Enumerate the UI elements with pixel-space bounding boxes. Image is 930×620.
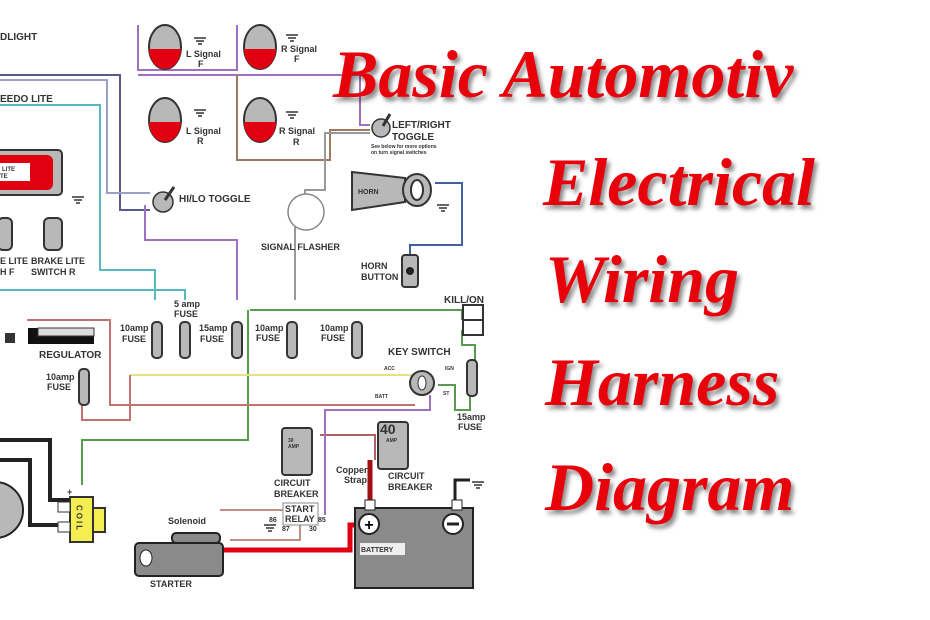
l-signal-f-sub: F	[198, 59, 204, 69]
fuse-label: FUSE	[122, 334, 146, 344]
starter-label: STARTER	[150, 579, 192, 589]
horn-button-label: HORN	[361, 261, 388, 271]
headlight-switch	[0, 149, 85, 204]
fuse-amp: 15amp	[199, 323, 228, 333]
signal-flasher-label: SIGNAL FLASHER	[261, 242, 340, 252]
start-relay-label: START	[285, 504, 315, 514]
l-signal-r-label: L Signal	[186, 126, 221, 136]
brake-lite-r-label: BRAKE LITE	[31, 256, 85, 266]
breaker-30-unit: AMP	[288, 444, 300, 450]
headlight-label: DLIGHT	[0, 32, 37, 43]
plus-icon: +	[364, 517, 373, 534]
battery-label: BATTERY	[361, 547, 394, 554]
start-relay-label-2: RELAY	[285, 514, 315, 524]
speedo-lite-label: EEDO LITE	[0, 94, 53, 105]
horn	[351, 170, 450, 212]
solenoid-label: Solenoid	[168, 516, 206, 526]
toggle-note-2: on turn signal switches	[371, 150, 427, 156]
fuse-label: FUSE	[47, 382, 71, 392]
fuse-label: FUSE	[200, 334, 224, 344]
brake-switches	[0, 217, 63, 251]
fuse-amp: 10amp	[320, 323, 349, 333]
l-signal-r-sub: R	[197, 136, 204, 146]
battery: +	[354, 481, 485, 589]
coil-label: COIL	[75, 505, 84, 532]
breaker-40-label-2: BREAKER	[388, 482, 433, 492]
ign-terminal: IGN	[445, 366, 454, 372]
breaker-30-amp: 30	[288, 438, 294, 444]
kill-on-label: KILL/ON	[444, 295, 484, 306]
relay-pin: 86	[269, 517, 277, 524]
relay-pin: 87	[282, 526, 290, 533]
acc-terminal: ACC	[384, 366, 395, 372]
title-line-4: Harness	[544, 344, 779, 420]
circuit-breakers	[281, 421, 409, 476]
coil	[57, 496, 106, 543]
relay-pin: 30	[309, 526, 317, 533]
copper-strap-label-2: Strap	[344, 475, 368, 485]
key-switch-label: KEY SWITCH	[388, 347, 451, 358]
breaker-30-label: CIRCUIT	[274, 478, 311, 488]
l-signal-f-label: L Signal	[186, 49, 221, 59]
horn-label: HORN	[358, 189, 379, 196]
fuse-label: FUSE	[458, 422, 482, 432]
hilo-toggle-label: HI/LO TOGGLE	[179, 194, 251, 205]
fuse-amp: 10amp	[46, 372, 75, 382]
tail-lite-label: LITE	[2, 167, 15, 173]
breaker-30-label-2: BREAKER	[274, 489, 319, 499]
fuse-amp: 10amp	[120, 323, 149, 333]
batt-terminal: BATT	[375, 394, 388, 400]
horn-button[interactable]	[401, 254, 419, 288]
title-line-2: Electrical	[542, 144, 815, 220]
kill-on-switch[interactable]	[462, 304, 484, 336]
hilo-toggle-switch[interactable]	[152, 186, 176, 213]
breaker-40-label: CIRCUIT	[388, 471, 425, 481]
title-line-1: Basic Automotiv	[332, 36, 794, 112]
coil-plus: +	[67, 487, 72, 497]
left-right-toggle-switch[interactable]	[371, 113, 392, 138]
brake-lite-f-label-2: H F	[0, 267, 15, 277]
fuse-amp: 10amp	[255, 323, 284, 333]
breaker-40-unit: AMP	[386, 438, 398, 444]
horn-button-label-2: BUTTON	[361, 272, 398, 282]
fuse-label: FUSE	[256, 333, 280, 343]
diagram-labels: DLIGHT EEDO LITE LITE TE L Signal F L Si…	[0, 32, 486, 589]
r-signal-r-label: R Signal	[279, 126, 315, 136]
key-switch[interactable]	[409, 370, 435, 396]
fuse-amp: 15amp	[457, 412, 486, 422]
fuse-amp: 5 amp	[174, 299, 201, 309]
r-signal-f-label: R Signal	[281, 44, 317, 54]
title-line-5: Diagram	[544, 449, 794, 525]
lamps	[148, 24, 299, 143]
starter	[134, 532, 224, 577]
signal-flasher	[287, 193, 325, 231]
title-overlay: Basic Automotiv Electrical Wiring Harnes…	[332, 36, 815, 525]
regulator	[5, 327, 95, 344]
left-right-toggle-label: LEFT/RIGHT	[392, 120, 451, 131]
tail-lite-label-2: TE	[0, 174, 8, 180]
left-right-toggle-label-2: TOGGLE	[392, 132, 434, 143]
brake-lite-f-label: E LITE	[0, 256, 28, 266]
copper-strap-label: Copper	[336, 465, 368, 475]
start-relay	[263, 502, 319, 532]
title-line-3: Wiring	[545, 241, 739, 317]
relay-pin: 85	[318, 517, 326, 524]
toggle-note: See below for more options	[371, 144, 437, 150]
r-signal-r-sub: R	[293, 137, 300, 147]
distributor	[0, 481, 24, 539]
breaker-40-amp: 40	[380, 421, 396, 437]
brake-lite-r-label-2: SWITCH R	[31, 267, 76, 277]
regulator-label: REGULATOR	[39, 350, 102, 361]
fuse-label: FUSE	[321, 333, 345, 343]
fuse-label: FUSE	[174, 309, 198, 319]
st-terminal: ST	[443, 391, 449, 397]
r-signal-f-sub: F	[294, 54, 300, 64]
